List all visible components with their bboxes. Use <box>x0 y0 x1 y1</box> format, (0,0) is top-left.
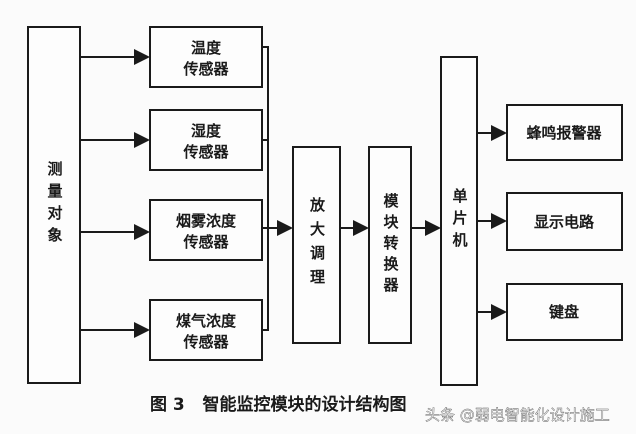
sensor-label-line2: 传感器 <box>182 333 229 351</box>
input-arrows <box>80 49 150 338</box>
output-buzzer-alarm: 蜂鸣报警器 <box>506 104 623 161</box>
output-keyboard: 键盘 <box>506 283 623 341</box>
output-display-circuit: 显示电路 <box>506 192 623 251</box>
amplifier-label: 放大调理 <box>308 197 326 293</box>
sensor-label-line1: 煤气浓度 <box>176 312 237 330</box>
amplifier-box <box>292 146 341 344</box>
sensor-label-line2: 传感器 <box>182 143 229 161</box>
output-label: 蜂鸣报警器 <box>526 124 602 142</box>
measured-object-box <box>27 26 81 384</box>
sensor-label-line1: 湿度 <box>191 122 222 140</box>
sensor-gas: 煤气浓度 传感器 <box>149 299 263 361</box>
converter-label: 模块转换器 <box>381 192 400 298</box>
watermark: 头条 @弱电智能化设计施工 <box>425 406 610 424</box>
figure-caption: 图 3 智能监控模块的设计结构图 <box>150 394 407 415</box>
sensor-bus <box>262 46 293 331</box>
measured-object-label: 测量对象 <box>45 161 64 249</box>
output-label: 键盘 <box>548 303 579 321</box>
sensor-smoke: 烟雾浓度 传感器 <box>149 199 263 261</box>
sensor-humidity: 湿度 传感器 <box>149 109 263 171</box>
converter-box <box>368 146 412 344</box>
sensor-label-line1: 温度 <box>191 39 222 57</box>
sensor-temperature: 温度 传感器 <box>149 26 263 88</box>
output-label: 显示电路 <box>534 213 595 231</box>
output-arrows <box>477 125 507 320</box>
sensor-label-line2: 传感器 <box>182 60 229 78</box>
mcu-box <box>440 56 478 386</box>
sensor-label-line2: 传感器 <box>182 233 229 251</box>
mcu-label: 单片机 <box>450 188 469 254</box>
sensor-label-line1: 烟雾浓度 <box>176 212 237 230</box>
